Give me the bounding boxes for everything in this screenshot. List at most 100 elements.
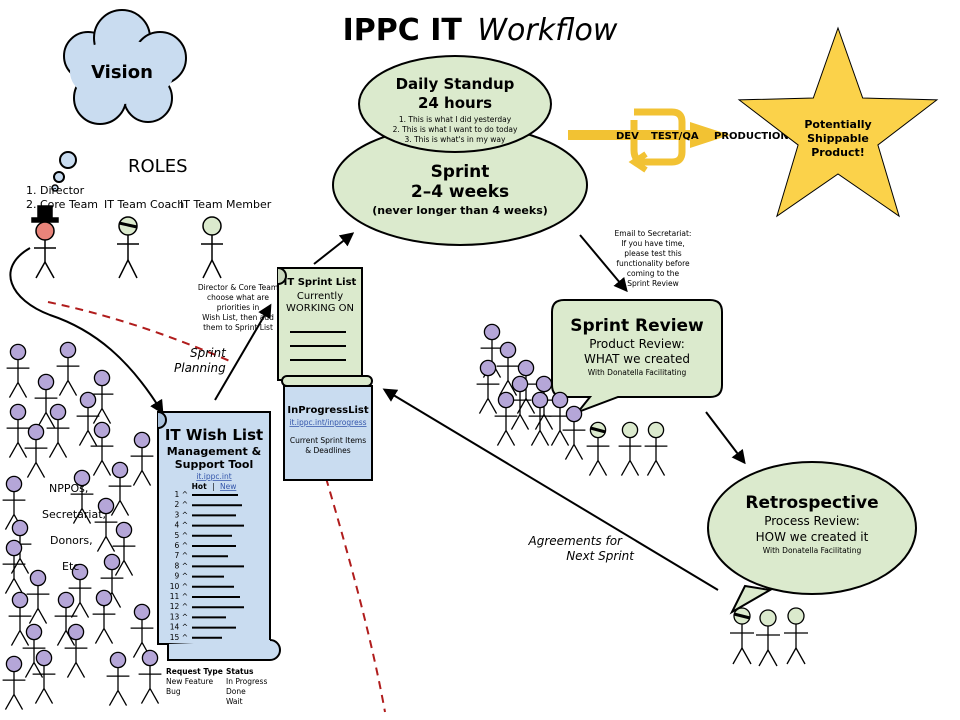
- inprogress-scroll: InProgressList it.ippc.int/inprogress Cu…: [283, 385, 373, 481]
- stick-figure: [586, 421, 610, 476]
- director-to-wishlist-line: [9, 247, 164, 415]
- stick-figure: [32, 649, 56, 704]
- planning-note: Director & Core Team choose what are pri…: [198, 283, 278, 332]
- dashed-boundary: [47, 301, 233, 363]
- title-main: IPPC IT: [343, 13, 463, 48]
- status-heading: Status: [226, 667, 254, 676]
- planning-note-line: choose what are: [207, 293, 269, 302]
- stick-figure: [90, 369, 114, 424]
- filter-hot[interactable]: Hot: [192, 482, 207, 491]
- stick-figure: [618, 421, 642, 476]
- wish-list-row-label: 7 ^: [175, 551, 188, 560]
- wish-list-scroll: IT Wish List Management & Support Tool i…: [157, 411, 281, 661]
- vision-label: Vision: [91, 62, 153, 83]
- email-note-line: Sprint Review: [627, 279, 679, 288]
- stick-figure: [476, 359, 500, 414]
- request-type-item: New Feature: [166, 677, 213, 686]
- planning-note-line: Wish List, then add: [202, 313, 274, 322]
- wish-list-row-label: 14 ^: [170, 623, 188, 632]
- pipeline-test: TEST/QA: [651, 131, 699, 142]
- wishlist-to-sprintlist-arrow: [214, 303, 272, 401]
- stakeholder-labels: NPPOs, Secretariat, Donors, Etc: [42, 482, 106, 573]
- stick-figure: [130, 603, 154, 658]
- retro-to-inprogress-arrow: [382, 388, 719, 591]
- wish-list-row-label: 2 ^: [175, 500, 188, 509]
- inprogress-link[interactable]: it.ippc.int/inprogress: [289, 418, 366, 427]
- planning-note-line: priorities in: [217, 303, 260, 312]
- wish-list-row-label: 3 ^: [175, 510, 188, 519]
- stick-figure: [68, 563, 92, 618]
- stakeholder-crowd: [2, 341, 162, 710]
- stick-figure: [784, 607, 808, 665]
- stick-figure: [130, 431, 154, 486]
- stick-figure: [112, 521, 136, 576]
- stick-figure: [64, 623, 88, 678]
- role-core-team: 2. Core Team: [26, 198, 98, 211]
- role-director: 1. Director: [26, 184, 85, 197]
- status-item: Done: [226, 687, 246, 696]
- email-note-line: please test this: [624, 249, 682, 258]
- wish-list-row-label: 11 ^: [170, 592, 188, 601]
- stick-figure: [90, 421, 114, 476]
- sprint-list-line: WORKING ON: [286, 303, 354, 314]
- stick-figure: [54, 591, 78, 646]
- standup-item: 1. This is what I did yesterday: [399, 115, 512, 124]
- wish-list-row-label: 10 ^: [170, 582, 188, 591]
- stick-figure: [22, 623, 46, 678]
- retrospective-bubble: Retrospective Process Review: HOW we cre…: [707, 461, 917, 615]
- review-to-retro-arrow: [705, 411, 746, 465]
- retro-team: [730, 607, 808, 667]
- stick-figure: [46, 403, 70, 458]
- email-note-line: Email to Secretariat:: [615, 229, 692, 238]
- pipeline-dev: DEV: [616, 131, 639, 142]
- daily-standup-ellipse: Daily Standup 24 hours 1. This is what I…: [358, 55, 552, 153]
- standup-title: Daily Standup: [396, 75, 515, 93]
- sprint-planning-label: Planning: [174, 361, 226, 375]
- planning-note-line: Director & Core Team: [198, 283, 278, 292]
- sprint-note: (never longer than 4 weeks): [372, 204, 548, 217]
- sprint-review-line: With Donatella Facilitating: [588, 368, 687, 377]
- stick-figure: [94, 497, 118, 552]
- retrospective-line: Process Review:: [764, 514, 860, 528]
- stakeholder-label: Etc: [62, 560, 79, 573]
- standup-item: 2. This is what I want to do today: [393, 125, 518, 134]
- inprogress-title: InProgressList: [287, 405, 368, 416]
- sprint-duration: 2–4 weeks: [411, 182, 509, 202]
- standup-item: 3. This is what's in my way: [405, 135, 506, 144]
- vision-cloud: Vision: [51, 9, 187, 192]
- sprint-review-line: WHAT we created: [584, 352, 690, 366]
- stakeholder-label: Donors,: [50, 534, 93, 547]
- wish-list-row-label: 12 ^: [170, 602, 188, 611]
- pipeline-production: PRODUCTION: [714, 131, 789, 142]
- stick-figure: [2, 539, 26, 594]
- shippable-star: Potentially Shippable Product!: [737, 26, 939, 218]
- coach-figure: [117, 216, 139, 279]
- filter-new[interactable]: New: [220, 482, 236, 491]
- filter-separator: |: [212, 482, 215, 491]
- stick-figure: [6, 403, 30, 458]
- wish-list-row-label: 8 ^: [175, 561, 188, 570]
- status-item: Wait: [226, 697, 243, 706]
- email-note-line: functionality before: [616, 259, 690, 268]
- stick-figure: [24, 423, 48, 478]
- stick-figure: [644, 421, 668, 476]
- wish-list-title: IT Wish List: [165, 426, 263, 444]
- stick-figure: [6, 343, 30, 398]
- wish-list-link[interactable]: it.ippc.int: [196, 472, 231, 481]
- stick-figure: [92, 589, 116, 644]
- request-type-heading: Request Type: [166, 667, 223, 676]
- sprint-review-line: Product Review:: [589, 337, 685, 351]
- email-note: Email to Secretariat: If you have time, …: [615, 229, 692, 288]
- stick-figure: [562, 405, 586, 460]
- stick-figure: [730, 607, 754, 665]
- standup-duration: 24 hours: [418, 94, 492, 112]
- member-figure: [201, 216, 223, 279]
- page-title: IPPC IT Workflow: [343, 13, 618, 48]
- sprint-to-review-arrow: [579, 234, 628, 293]
- roles-heading: ROLES: [128, 156, 188, 177]
- role-coach: IT Team Coach: [104, 198, 184, 211]
- wish-list-row-label: 1 ^: [175, 490, 188, 499]
- wish-list-row-label: 5 ^: [175, 531, 188, 540]
- director-figure: [31, 205, 59, 279]
